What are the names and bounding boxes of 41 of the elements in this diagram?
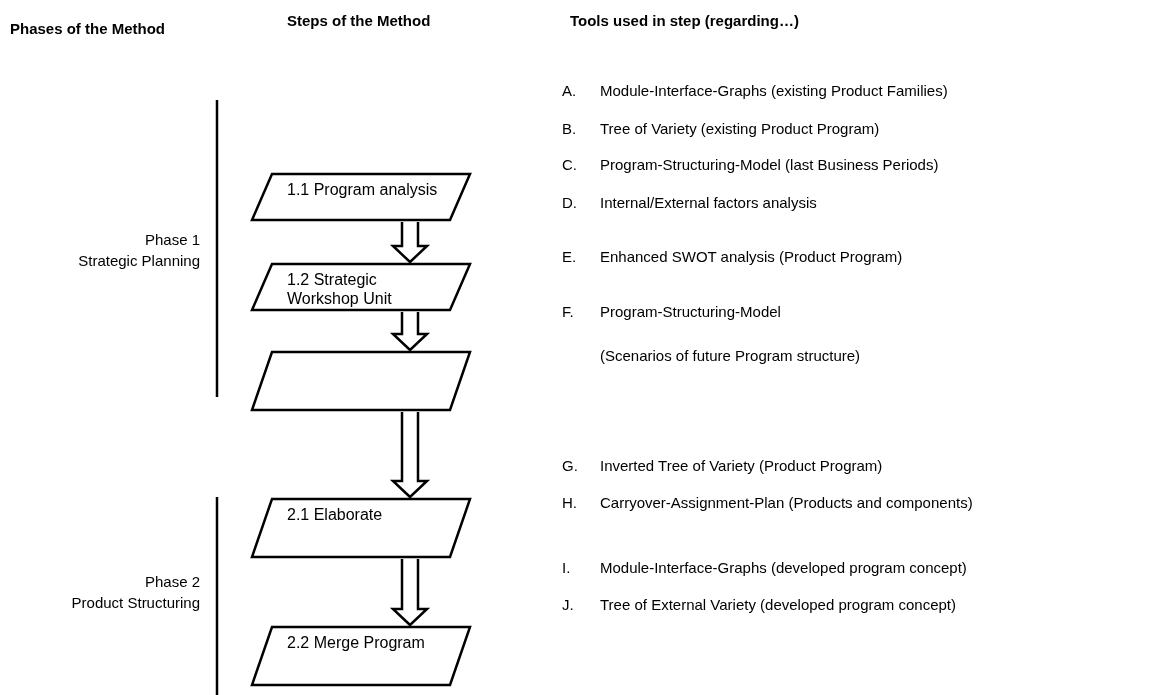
tool-item: Inverted Tree of Variety (Product Program) bbox=[600, 456, 883, 476]
tool-item: Carryover-Assignment-Plan (Products and components) bbox=[600, 493, 973, 513]
block-arrow bbox=[389, 410, 431, 499]
step-parallelogram bbox=[250, 262, 472, 312]
phase-label: Product Structuring bbox=[70, 593, 200, 613]
list-letter: H. bbox=[562, 493, 577, 513]
list-letter: A. bbox=[562, 81, 577, 101]
list-letter: C. bbox=[562, 155, 577, 175]
step-parallelogram bbox=[250, 350, 472, 412]
tool-item: Module-Interface-Graphs (developed program concept) bbox=[600, 558, 967, 578]
step-text: 1.2 Strategic Workshop Unit bbox=[287, 270, 393, 308]
list-letter: D. bbox=[562, 193, 577, 213]
step-parallelogram bbox=[250, 497, 472, 559]
list-letter: J. bbox=[562, 595, 574, 615]
step-text: 1.1 Program analysis bbox=[287, 180, 439, 199]
tool-item: Enhanced SWOT analysis (Product Program) bbox=[600, 247, 903, 267]
block-arrow bbox=[389, 220, 431, 264]
list-letter: G. bbox=[562, 456, 578, 476]
list-letter: B. bbox=[562, 119, 577, 139]
list-letter: F. bbox=[562, 302, 574, 322]
column-heading: Tools used in step (regarding…) bbox=[570, 11, 799, 31]
list-letter: I. bbox=[562, 558, 571, 578]
tool-item: Internal/External factors analysis bbox=[600, 193, 817, 213]
tool-item: (Scenarios of future Program structure) bbox=[600, 346, 861, 366]
tool-item: Program-Structuring-Model bbox=[600, 302, 781, 322]
tool-item: Tree of Variety (existing Product Program) bbox=[600, 119, 880, 139]
phase-label: Phase 1 bbox=[143, 230, 200, 250]
block-arrow bbox=[389, 557, 431, 627]
list-letter: E. bbox=[562, 247, 577, 267]
column-heading: Steps of the Method bbox=[287, 11, 431, 31]
step-text: 2.2 Merge Program bbox=[287, 633, 426, 652]
step-text: 2.1 Elaborate bbox=[287, 505, 384, 524]
column-heading: Phases of the Method bbox=[10, 19, 166, 39]
block-arrow bbox=[389, 310, 431, 352]
step-parallelogram bbox=[250, 625, 472, 687]
tool-item: Tree of External Variety (developed program concept) bbox=[600, 595, 956, 615]
phase-label: Strategic Planning bbox=[77, 251, 200, 271]
step-parallelogram bbox=[250, 172, 472, 222]
phase-label: Phase 2 bbox=[143, 572, 200, 592]
tool-item: Module-Interface-Graphs (existing Product Families) bbox=[600, 81, 948, 101]
tool-item: Program-Structuring-Model (last Business Periods) bbox=[600, 155, 939, 175]
